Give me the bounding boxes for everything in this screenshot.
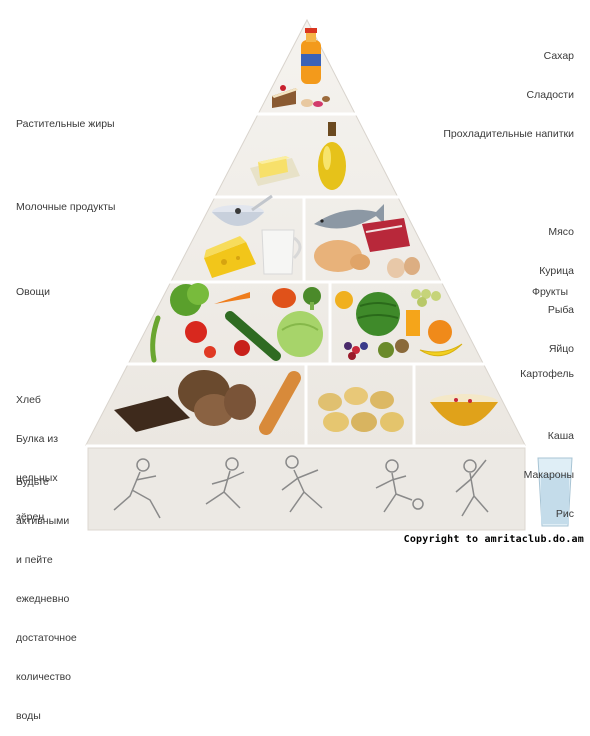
activity-labels: Будьте активными и пейте ежедневно доста… [16,450,77,736]
soda-bottle-icon [301,28,321,84]
label-bread: Хлеб [16,394,41,406]
berries-icon [344,342,368,360]
carrot-icon [214,292,250,304]
label-soft-drinks: Прохладительные напитки [443,128,574,140]
copyright-text: Copyright to amritaclub.do.am [403,534,584,545]
bread-icon [114,370,256,432]
cabbage-icon [277,311,323,357]
potato-icon [318,387,404,432]
activity-band [87,447,526,531]
grains-left-labels: Хлеб Булка из цельных зёрен [16,368,58,537]
label-fish: Рыба [547,304,574,316]
oil-bottle-icon [318,122,346,190]
label-dairy: Молочные продукты [16,201,116,213]
top-tier-labels: Сахар Сладости Прохладительные напитки [443,24,574,154]
kiwi-icon [378,339,409,358]
fish-icon [314,204,384,229]
label-chicken: Курица [539,265,574,277]
meat-icon [362,218,410,252]
runner-icon [205,457,245,509]
label-vegetables: Овощи [16,286,50,298]
label-meat: Мясо [548,226,574,238]
porridge-bowl-icon [430,394,498,426]
pepper-icon [272,288,296,308]
label-rice: Рис [555,508,574,520]
yogurt-icon [212,194,273,226]
butter-icon [250,156,300,186]
chicken-icon [314,240,370,272]
apple-icon [335,291,353,309]
cucumber-icon [225,311,281,361]
label-porridge: Каша [547,430,574,442]
candy-icon [301,96,330,107]
label-activity-2: и пейте [16,554,53,566]
label-activity-3: ежедневно [16,593,70,605]
food-pyramid [85,18,573,531]
water-glass-icon [537,457,573,527]
label-roll-line1: Булка из [16,433,59,445]
cheese-icon [204,236,256,278]
lettuce-icon [170,283,209,316]
section-separators [302,197,416,446]
tennis-player-icon [281,455,323,513]
label-activity-0: Будьте [16,476,49,488]
grapes-icon [411,289,441,307]
dancer-icon [455,459,489,517]
label-roll-line2: цельных [16,472,58,484]
label-fruits: Фрукты [531,286,568,298]
milk-jug-icon [261,229,302,275]
baguette-icon [259,371,301,435]
protein-tier-labels: Мясо Курица Рыба Яйцо [539,200,574,369]
tomato-icon [185,321,250,358]
watermelon-icon [356,292,400,336]
label-activity-4: достаточное [16,632,77,644]
label-sugar: Сахар [543,50,574,62]
egg-icon [387,257,420,278]
label-egg: Яйцо [548,343,574,355]
label-activity-6: воды [16,710,41,722]
label-pasta: Макароны [523,469,574,481]
label-activity-1: активными [16,515,70,527]
football-player-icon [375,459,424,513]
orange-icon [428,320,452,344]
label-activity-5: количество [16,671,71,683]
label-roll-line3: зёрен [16,511,45,523]
grains-right-bottom-labels: Каша Макароны Рис [524,404,574,534]
label-potato: Картофель [520,368,574,380]
cake-slice-icon [272,85,298,108]
label-vegetable-fats: Растительные жиры [16,118,115,130]
broccoli-icon [303,287,321,310]
juice-glass-icon [406,310,420,336]
peas-icon [150,315,161,363]
label-sweets: Сладости [526,89,574,101]
skater-icon [113,458,161,519]
banana-icon [419,343,463,357]
